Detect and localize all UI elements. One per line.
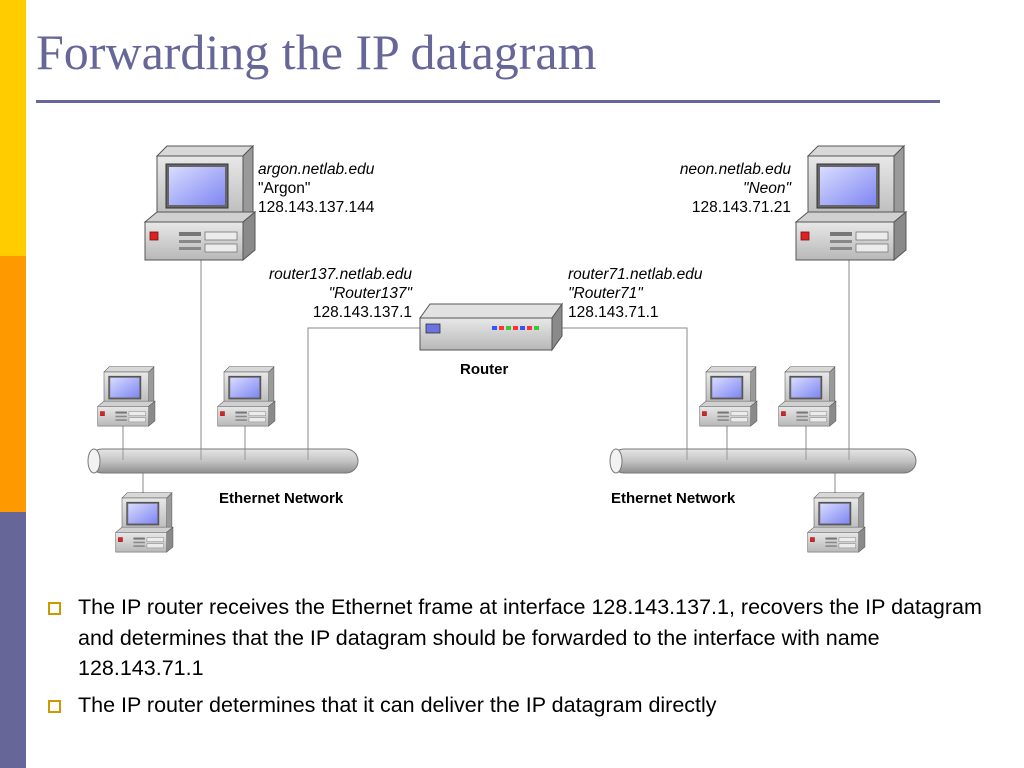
desktop-computer-icon — [699, 366, 758, 427]
desktop-computer-icon — [97, 366, 156, 427]
bullet-item: The IP router determines that it can del… — [46, 690, 1006, 721]
desktop-computer-icon — [115, 492, 174, 553]
square-bullet-icon — [48, 602, 61, 615]
desktop-computer-icon — [778, 366, 837, 427]
argon-alias: "Argon" — [258, 180, 311, 197]
router-label: Router — [460, 361, 509, 378]
argon-label: argon.netlab.edu "Argon" 128.143.137.144 — [258, 160, 374, 217]
desktop-computer-icon — [807, 492, 866, 553]
title-underline — [36, 100, 940, 103]
router71-hostname: router71.netlab.edu — [568, 266, 703, 283]
bullet-item: The IP router receives the Ethernet fram… — [46, 592, 1006, 684]
neon-hostname: neon.netlab.edu — [679, 161, 791, 178]
argon-ip: 128.143.137.144 — [258, 199, 375, 216]
router71-ip: 128.143.71.1 — [568, 304, 659, 321]
router71-alias: "Router71" — [568, 285, 643, 302]
network-diagram — [87, 145, 917, 553]
desktop-computer-icon — [217, 366, 276, 427]
argon-hostname: argon.netlab.edu — [258, 161, 375, 178]
desktop-computer-icon-neon — [795, 145, 907, 261]
ethernet-network-label-right: Ethernet Network — [611, 490, 736, 507]
desktop-computer-icon-argon — [144, 145, 256, 261]
router-left-interface-label: router137.netlab.edu "Router137" 128.143… — [269, 265, 412, 322]
ethernet-cable-right — [609, 448, 917, 474]
neon-label: neon.netlab.edu "Neon" 128.143.71.21 — [680, 160, 791, 217]
router137-alias: "Router137" — [328, 285, 412, 302]
router-right-interface-label: router71.netlab.edu "Router71" 128.143.7… — [568, 265, 702, 322]
accent-stripe-orange — [0, 256, 26, 512]
slide-title: Forwarding the IP datagram — [36, 24, 597, 80]
ethernet-cable-left — [87, 448, 359, 474]
router-icon — [419, 302, 563, 352]
square-bullet-icon — [48, 699, 61, 713]
neon-alias: "Neon" — [742, 180, 791, 197]
router137-ip: 128.143.137.1 — [312, 304, 412, 321]
accent-stripe-yellow — [0, 0, 26, 256]
bullet-list: The IP router receives the Ethernet fram… — [46, 592, 1006, 726]
neon-ip: 128.143.71.21 — [691, 199, 791, 216]
accent-stripe-purple — [0, 512, 26, 768]
router137-hostname: router137.netlab.edu — [268, 266, 412, 283]
ethernet-network-label-left: Ethernet Network — [219, 490, 344, 507]
bullet-text: The IP router receives the Ethernet fram… — [78, 595, 982, 680]
bullet-text: The IP router determines that it can del… — [78, 692, 717, 717]
